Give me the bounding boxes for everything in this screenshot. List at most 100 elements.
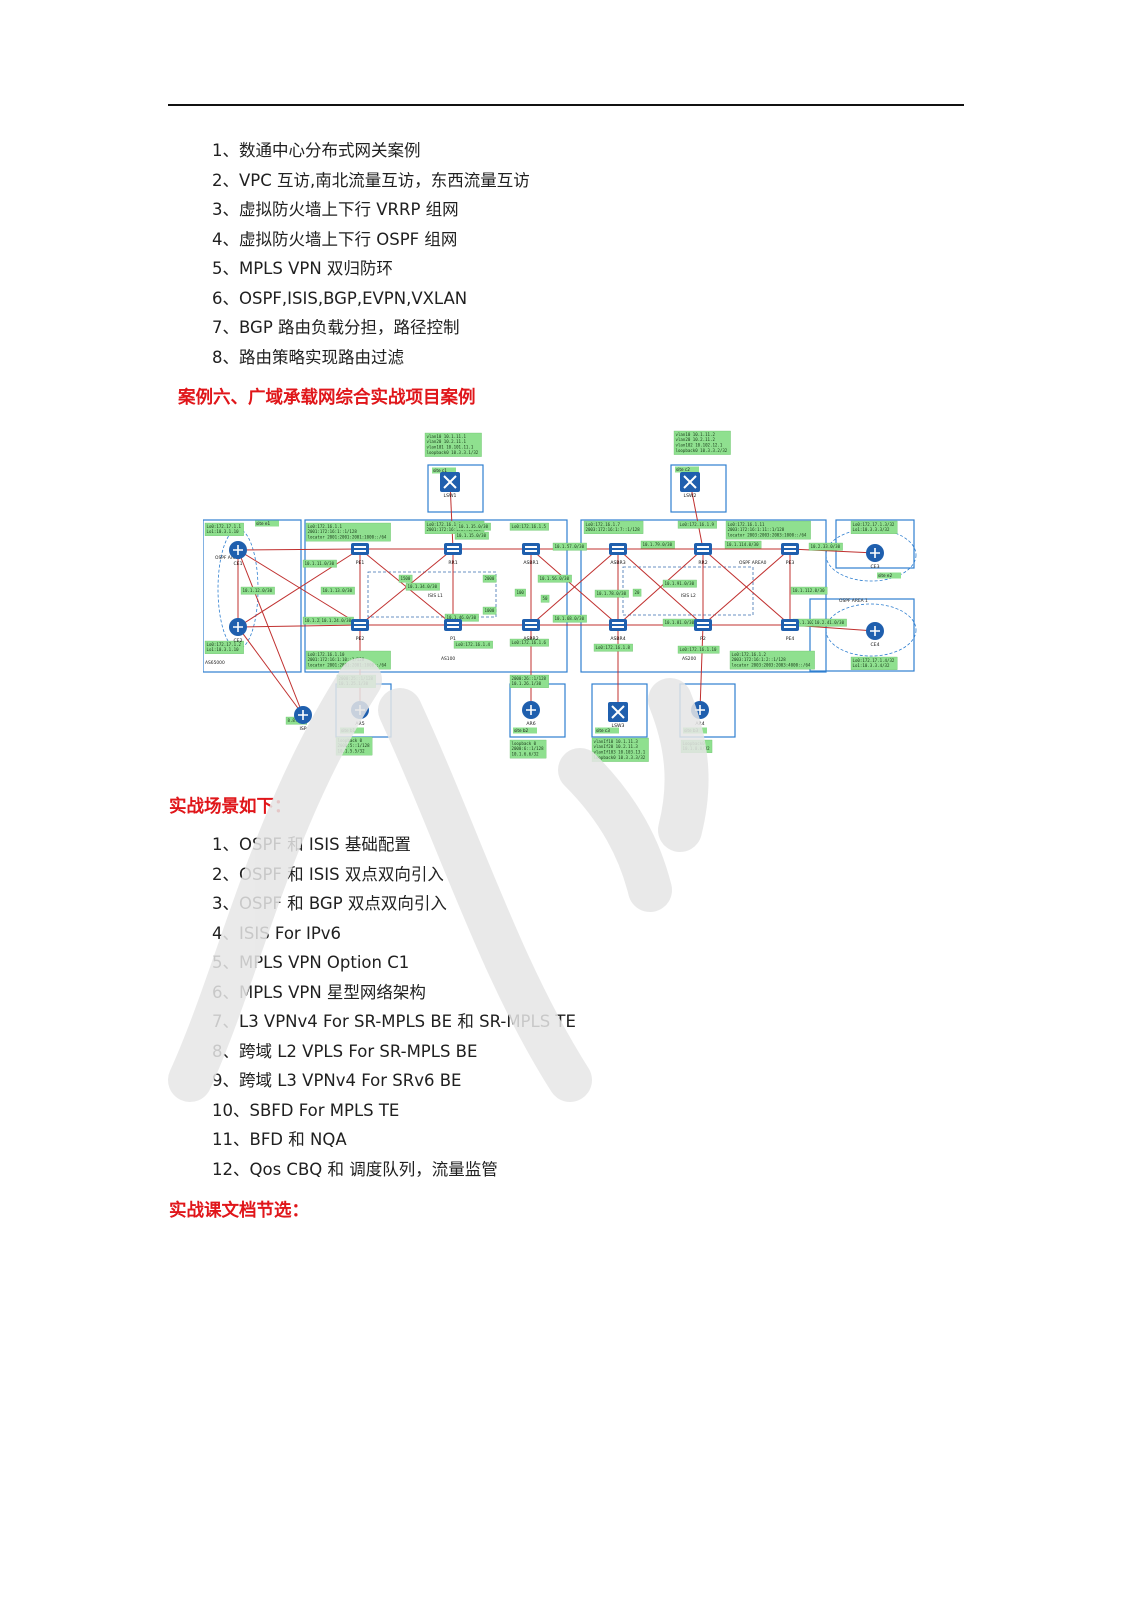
address-label: 10.1.79.0/30 [640, 540, 675, 549]
address-label-text: 2000:25::1/128 [339, 676, 374, 681]
address-label-text: vlan101 10.101.11.1 [427, 445, 474, 450]
node-label: ASBR4 [610, 636, 625, 642]
node-label: AR4 [695, 721, 704, 727]
node-label: P2 [700, 636, 706, 642]
site-label: site b2 [513, 727, 537, 734]
list-item: 11、BFD 和 NQA [212, 1130, 347, 1149]
address-label: 10.1.34.0/30 [405, 582, 440, 591]
link-asbr2-asbr3 [530, 548, 619, 626]
address-label-text: vlanIf10 10.1.11.3 [594, 739, 639, 744]
switch-icon [351, 543, 369, 555]
address-label-text: 10.1.12.0/30 [243, 588, 273, 593]
site-label-text: site b3 [684, 728, 699, 733]
address-label: 10.1.35.0/30 [456, 522, 491, 531]
address-label-text: Lo0:172.16.1.2 [732, 652, 767, 657]
address-label-text: vlan10 10.1.11.1 [427, 434, 467, 439]
site-label: site c3 [595, 727, 619, 734]
topology-box [304, 519, 568, 673]
address-label-text: Lo0:172.16.1.11 [728, 522, 766, 527]
address-label-text: Lo0:172.16.1.10 [680, 647, 718, 652]
link-ce2-isp [237, 626, 304, 716]
address-label-text: 10.1.26.1/30 [512, 681, 542, 686]
isis-area-box [367, 571, 497, 618]
address-label-text: vlan102 10.102.12.1 [676, 443, 723, 448]
address-label-text: 10.1.112.0/30 [793, 588, 826, 593]
address-label-text: vlanIf20 10.2.11.3 [594, 744, 639, 749]
node-label: ASBR3 [610, 560, 625, 566]
switch-icon [522, 619, 540, 631]
address-label-text: 10.2.41.0/30 [815, 620, 845, 625]
address-label-text: Loopback0 [683, 741, 706, 746]
address-label: 10.1.114.0/30 [724, 540, 762, 549]
address-label-text: loopback0 10.3.3.1/32 [427, 450, 479, 455]
address-label: 10.1.15.0/30 [454, 531, 489, 540]
address-label-text: 1500 [401, 576, 411, 581]
address-label: 50 [540, 594, 550, 603]
address-label: 10.2.33.0/30 [808, 542, 843, 551]
node-label: RR1 [448, 560, 457, 566]
ospf-area-ellipse [825, 528, 917, 582]
router-icon [229, 618, 247, 636]
node-label: LSW3 [612, 723, 625, 729]
address-label: Lo0:172.16.1.6 [509, 638, 549, 647]
address-label-text: 10.1.35.0/30 [459, 524, 489, 529]
address-label-text: 2000 [485, 576, 495, 581]
address-label-text: 10.1.91.0/30 [665, 581, 695, 586]
router-icon [229, 541, 247, 559]
address-label-text: locator 2001:2001:2001:1000::/64 [308, 663, 387, 668]
topology-box [591, 683, 648, 738]
address-label-text: Lo0:172.17.1.3/32 [853, 522, 895, 527]
address-label-text: 10.1.22.0/30 [305, 618, 335, 623]
address-label-text: Lo0:172.16.1.5 [512, 524, 547, 529]
address-label-text: vlan20 10.2.11.2 [676, 437, 716, 442]
address-label: 1000 [482, 606, 497, 615]
switch-icon [694, 543, 712, 555]
node-label: AR6 [526, 721, 535, 727]
address-label-text: Lo0:172.17.1.2 [207, 642, 242, 647]
link-ce1-pe1 [237, 548, 361, 551]
case-heading: 案例六、广域承载网综合实战项目案例 [178, 388, 476, 408]
address-label-text: 10.1.25.1/30 [339, 681, 369, 686]
address-label-text: 10.1.102.0/30 [795, 620, 828, 625]
address-label-text: 10.1.79.0/30 [643, 542, 673, 547]
list-item: 10、SBFD For MPLS TE [212, 1100, 400, 1120]
site-label-text: site e1 [256, 521, 270, 526]
ospf-area-ellipse [825, 603, 917, 657]
list-item: 5、MPLS VPN Option C1 [212, 953, 410, 972]
node-label: LSW1 [444, 493, 457, 499]
address-label: 1500 [398, 574, 413, 583]
area-label: OSPF AREA0 [739, 560, 767, 566]
switch-icon [351, 619, 369, 631]
address-label: Lo0:172.16.1.12001:172:16:1::1/128locato… [305, 522, 391, 542]
address-label: 2000 [482, 574, 497, 583]
address-label: 10.1.78.0/30 [594, 589, 629, 598]
list-item: 8、跨域 L2 VPLS For SR-MPLS BE [212, 1041, 478, 1061]
address-label-text: Lo0:172.17.1.4/32 [853, 658, 895, 663]
router-icon [351, 701, 369, 719]
node-label: ISP [299, 726, 306, 732]
address-label-text: 10.1.5.5/32 [338, 749, 366, 754]
address-label-text: 2000:26::1/128 [512, 676, 547, 681]
address-label-text: Lo0:172.16.1.6 [512, 640, 547, 645]
node-label: CE2 [233, 638, 242, 644]
address-label: Lo0:172.16.1.9 [677, 520, 717, 529]
node-label: P1 [450, 636, 456, 642]
address-label: 20 [632, 588, 642, 597]
address-label-text: 10.1.78.0/30 [597, 591, 627, 596]
address-label-text: 10.1.15.0/30 [457, 533, 487, 538]
address-label: Lo0:172.16.1.10 [677, 645, 720, 654]
address-label-text: locator 2003:2003:2003:4000::/64 [732, 663, 811, 668]
list-item: 6、MPLS VPN 星型网络架构 [212, 982, 426, 1002]
address-label: 10.1.11.0/30 [302, 559, 337, 568]
list-item: 6、OSPF,ISIS,BGP,EVPN,VXLAN [212, 288, 468, 308]
address-label: Lo0:172.16.1.22003:172:16:1:2::1/128loca… [729, 650, 815, 670]
list-item: 2、OSPF 和 ISIS 双点双向引入 [212, 864, 444, 884]
link-ce2-pe1 [237, 548, 361, 628]
area-label: AS100 [441, 656, 455, 662]
